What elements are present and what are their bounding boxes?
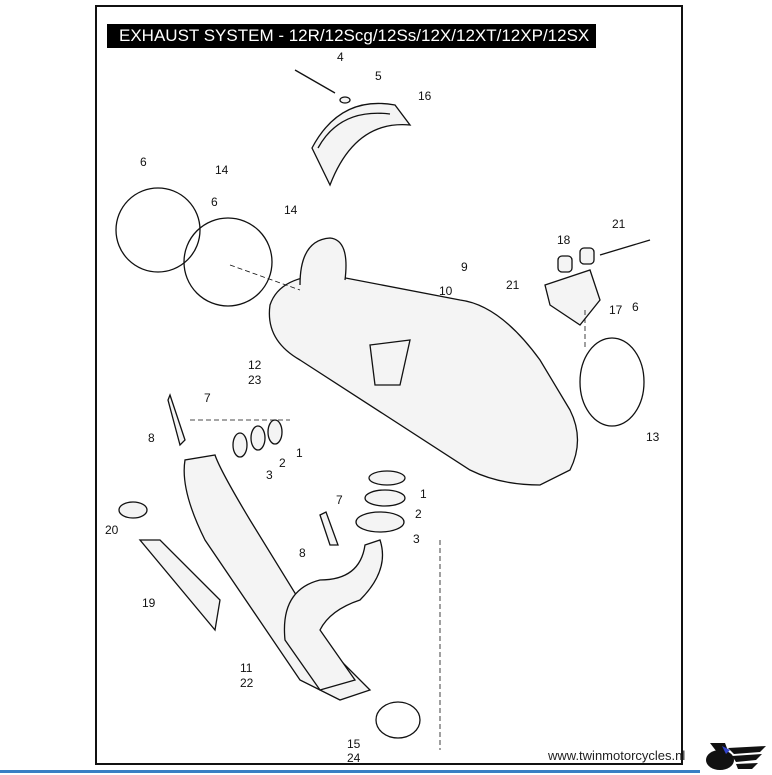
callout-label: 16 bbox=[418, 89, 432, 103]
callout-label: 19 bbox=[142, 596, 156, 610]
callout-label: 23 bbox=[248, 373, 262, 387]
callout-label: 13 bbox=[646, 430, 660, 444]
callout-label: 14 bbox=[215, 163, 229, 177]
bracket-17 bbox=[544, 269, 601, 326]
callout-label: 7 bbox=[336, 493, 343, 507]
callout-label: 6 bbox=[632, 300, 639, 314]
callout-label: 3 bbox=[413, 532, 420, 546]
callout-label: 2 bbox=[279, 456, 286, 470]
callout-label: 1 bbox=[420, 487, 427, 501]
callout-label: 11 bbox=[240, 661, 253, 675]
clamp-15 bbox=[375, 701, 421, 739]
diagram-frame bbox=[95, 5, 683, 765]
callout-label: 15 bbox=[347, 737, 361, 751]
callout-label: 9 bbox=[461, 260, 468, 274]
callout-label: 2 bbox=[415, 507, 422, 521]
clamp-14a bbox=[115, 187, 201, 273]
callout-label: 21 bbox=[612, 217, 626, 231]
callout-label: 5 bbox=[375, 69, 382, 83]
heat-shield-19 bbox=[138, 539, 221, 632]
muffler-12 bbox=[268, 274, 579, 486]
callout-label: 10 bbox=[439, 284, 453, 298]
callout-label: 22 bbox=[240, 676, 254, 690]
footer-url[interactable]: www.twinmotorcycles.nl bbox=[548, 748, 686, 763]
callout-label: 6 bbox=[211, 195, 218, 209]
footer-divider bbox=[0, 770, 700, 773]
callout-label: 20 bbox=[105, 523, 119, 537]
clamp-14b bbox=[183, 217, 273, 307]
callout-label: 17 bbox=[609, 303, 623, 317]
heat-shield-16 bbox=[311, 102, 412, 187]
brand-logo-icon bbox=[706, 743, 766, 770]
o2-sensor-8b bbox=[319, 511, 339, 546]
diagram-title: EXHAUST SYSTEM - 12R/12Scg/12Ss/12X/12XT… bbox=[107, 24, 596, 48]
clamp-13 bbox=[579, 337, 645, 427]
callout-label: 1 bbox=[296, 446, 303, 460]
callout-label: 3 bbox=[266, 468, 273, 482]
callout-label: 21 bbox=[506, 278, 520, 292]
callout-label: 7 bbox=[204, 391, 211, 405]
callout-label: 4 bbox=[337, 50, 344, 64]
header-pipe-11 bbox=[183, 454, 372, 701]
callout-label: 8 bbox=[148, 431, 155, 445]
o2-sensor-8a bbox=[167, 393, 186, 447]
callout-label: 18 bbox=[557, 233, 571, 247]
callout-label: 8 bbox=[299, 546, 306, 560]
callout-label: 12 bbox=[248, 358, 262, 372]
header-pipe-22 bbox=[283, 539, 384, 691]
callout-label: 14 bbox=[284, 203, 298, 217]
callout-label: 6 bbox=[140, 155, 147, 169]
callout-label: 24 bbox=[347, 751, 361, 765]
